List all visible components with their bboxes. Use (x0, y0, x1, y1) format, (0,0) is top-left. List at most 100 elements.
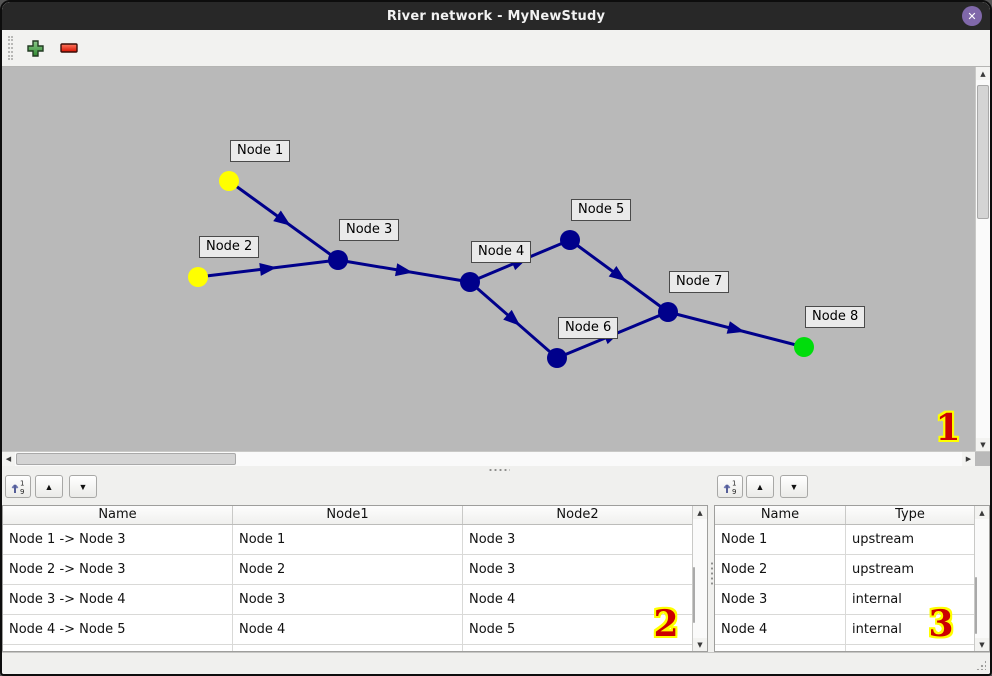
scrollbar-corner (975, 451, 990, 466)
table-cell[interactable]: upstream (852, 532, 915, 547)
table-cell[interactable]: Node 4 (469, 592, 516, 607)
table-cell[interactable]: Node 3 -> Node 4 (3, 585, 233, 614)
table-cell[interactable]: Node 4 (233, 615, 463, 644)
nodes-sort-button[interactable]: 1 9 (717, 475, 743, 498)
node-label[interactable]: Node 2 (199, 236, 260, 258)
river-node[interactable] (658, 302, 678, 322)
canvas-hscroll-track[interactable] (15, 452, 962, 466)
node-label[interactable]: Node 6 (558, 317, 619, 339)
river-link[interactable] (667, 310, 805, 349)
table-cell[interactable]: Node 4 -> Node 5 (3, 615, 233, 644)
links-sort-button[interactable]: 1 9 (5, 475, 31, 498)
svg-text:9: 9 (20, 488, 24, 495)
river-link[interactable] (569, 238, 669, 314)
table-cell[interactable] (3, 645, 233, 651)
scroll-down-button[interactable]: ▼ (693, 638, 707, 651)
tables-splitter[interactable] (708, 473, 716, 652)
table-row[interactable]: Node 4 internal (715, 615, 974, 645)
river-link[interactable] (197, 258, 339, 279)
scroll-down-button[interactable]: ▼ (976, 438, 990, 451)
table-cell[interactable]: Node 1 -> Node 3 (3, 525, 233, 554)
nodes-move-up-button[interactable]: ▲ (746, 475, 774, 498)
table-row[interactable]: Node 3 internal (715, 585, 974, 615)
triangle-left-icon: ◀ (5, 455, 12, 463)
network-canvas[interactable]: Node 1 Node 2 Node 3 Node 4 Node 5 Node 6 Node… (2, 67, 975, 451)
node-label[interactable]: Node 3 (339, 219, 400, 241)
canvas-vscroll-track[interactable] (976, 80, 990, 438)
canvas-hscroll-thumb[interactable] (16, 453, 236, 465)
table-cell[interactable] (715, 645, 846, 651)
table-cell[interactable]: internal (852, 592, 902, 607)
column-header[interactable]: Type (895, 507, 925, 522)
column-header[interactable]: Name (3, 506, 233, 524)
scroll-down-button[interactable]: ▼ (975, 638, 989, 651)
links-scroll-track[interactable] (693, 519, 707, 638)
remove-button[interactable] (58, 40, 80, 56)
main-splitter[interactable] (2, 466, 990, 473)
table-cell[interactable]: Node 3 (715, 585, 846, 614)
scroll-up-button[interactable]: ▲ (693, 506, 707, 519)
scroll-up-button[interactable]: ▲ (976, 67, 990, 80)
table-cell[interactable]: Node 2 (233, 555, 463, 584)
main-toolbar (2, 30, 990, 67)
river-node[interactable] (560, 230, 580, 250)
node-label[interactable]: Node 7 (669, 271, 730, 293)
links-move-up-button[interactable]: ▲ (35, 475, 63, 498)
table-cell[interactable]: Node 3 (469, 562, 516, 577)
canvas-vscroll-thumb[interactable] (977, 85, 989, 219)
river-node[interactable] (547, 348, 567, 368)
river-node[interactable] (794, 337, 814, 357)
table-cell[interactable] (846, 645, 974, 651)
river-link[interactable] (469, 280, 558, 360)
nodes-scroll-thumb[interactable] (975, 577, 977, 634)
close-button[interactable]: ✕ (962, 6, 982, 26)
table-cell[interactable]: Node 3 (469, 532, 516, 547)
river-node[interactable] (460, 272, 480, 292)
table-cell[interactable]: Node 5 (469, 622, 516, 637)
column-header[interactable]: Node2 (556, 507, 599, 522)
table-row[interactable]: Node 2 upstream (715, 555, 974, 585)
svg-text:1: 1 (20, 479, 24, 487)
column-header[interactable]: Name (715, 506, 846, 524)
table-cell[interactable]: Node 2 (715, 555, 846, 584)
river-node[interactable] (219, 171, 239, 191)
resize-grip[interactable] (976, 660, 986, 670)
column-header[interactable]: Node1 (233, 506, 463, 524)
table-row[interactable]: Node 1 upstream (715, 525, 974, 555)
river-node[interactable] (188, 267, 208, 287)
node-label[interactable]: Node 8 (805, 306, 866, 328)
river-link[interactable] (337, 258, 471, 284)
table-cell[interactable]: Node 4 (715, 615, 846, 644)
table-row-empty[interactable] (3, 645, 692, 651)
links-move-down-button[interactable]: ▼ (69, 475, 97, 498)
scroll-right-button[interactable]: ▶ (962, 452, 975, 466)
table-cell[interactable] (463, 645, 692, 651)
scroll-up-button[interactable]: ▲ (975, 506, 989, 519)
table-cell[interactable]: upstream (852, 562, 915, 577)
add-button[interactable] (25, 38, 46, 59)
scroll-left-button[interactable]: ◀ (2, 452, 15, 466)
links-scroll-thumb[interactable] (693, 567, 695, 623)
node-label[interactable]: Node 5 (571, 199, 632, 221)
nodes-move-down-button[interactable]: ▼ (780, 475, 808, 498)
table-cell[interactable]: Node 1 (715, 525, 846, 554)
node-label[interactable]: Node 4 (471, 241, 532, 263)
river-node[interactable] (328, 250, 348, 270)
links-table-scrollbar: ▲ ▼ (692, 506, 707, 651)
table-row-empty[interactable] (715, 645, 974, 651)
node-label[interactable]: Node 1 (230, 140, 291, 162)
nodes-scroll-track[interactable] (975, 519, 989, 638)
table-cell[interactable]: Node 3 (233, 585, 463, 614)
table-cell[interactable] (233, 645, 463, 651)
river-link[interactable] (228, 179, 339, 262)
titlebar[interactable]: River network - MyNewStudy ✕ (2, 2, 990, 30)
toolbar-drag-handle[interactable] (8, 36, 13, 60)
table-cell[interactable]: internal (852, 622, 902, 637)
table-cell[interactable]: Node 2 -> Node 3 (3, 555, 233, 584)
table-cell[interactable]: Node 1 (233, 525, 463, 554)
